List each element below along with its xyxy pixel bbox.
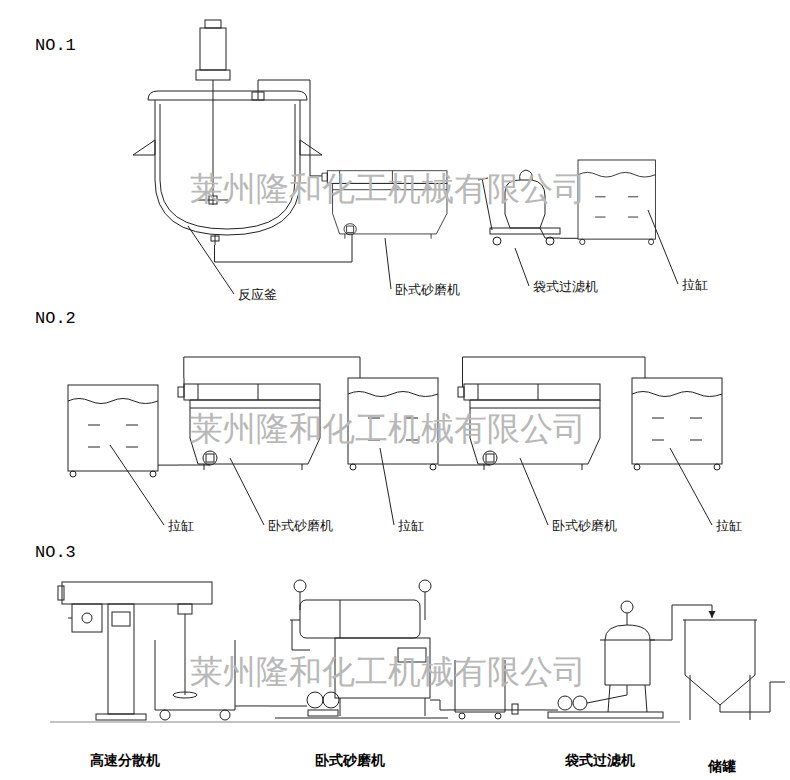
equipment-node: 储罐	[680, 618, 758, 722]
watermark: 莱州隆和化工机械有限公司	[190, 407, 586, 452]
pipe-connector	[258, 80, 322, 176]
equipment-label: 高速分散机	[90, 752, 160, 770]
pipe-line	[665, 605, 712, 640]
tank-drawing	[632, 378, 722, 470]
pipe-line	[240, 705, 270, 706]
equipment-label: 储罐	[708, 758, 736, 776]
floor-line	[50, 722, 680, 723]
equipment-node: 拉缸	[632, 378, 722, 472]
equipment-label: 拉缸	[716, 517, 742, 535]
pipe-connector	[158, 465, 178, 466]
section-number: NO.3	[35, 543, 76, 562]
pipe-connector	[184, 357, 360, 378]
equipment-label: 卧式砂磨机	[268, 517, 333, 535]
equipment-node: 高速分散机	[60, 580, 240, 722]
section-number: NO.2	[35, 309, 76, 328]
equipment-label: 拉缸	[398, 517, 424, 535]
equipment-label: 卧式砂磨机	[552, 517, 617, 535]
reactor-drawing	[133, 20, 322, 245]
equipment-node: 拉缸	[578, 160, 655, 245]
pipe-connector	[448, 709, 545, 710]
equipment-label: 拉缸	[682, 276, 708, 294]
equipment-node: 卧式砂磨机	[270, 580, 448, 722]
disperser-drawing	[58, 582, 240, 720]
pipe-line	[463, 357, 646, 378]
tank-drawing	[68, 385, 158, 477]
pipe-line	[184, 357, 360, 378]
equipment-label: 卧式砂磨机	[315, 752, 385, 770]
leader-line	[110, 210, 712, 525]
pipe-connector	[240, 705, 270, 706]
pipe-connector	[560, 238, 578, 239]
watermark: 莱州隆和化工机械有限公司	[190, 167, 586, 212]
pipe-line	[448, 709, 545, 710]
tank-drawing	[578, 160, 655, 245]
pipe-connector	[665, 605, 716, 640]
arrow-head	[709, 611, 716, 618]
pipe-connector	[463, 357, 646, 378]
equipment-label: 拉缸	[168, 517, 194, 535]
storage-tank-drawing	[683, 620, 785, 720]
equipment-label: 卧式砂磨机	[395, 281, 460, 299]
pipe-connector	[438, 465, 455, 466]
pipe-connector	[215, 240, 353, 262]
mill-drawing	[270, 580, 448, 718]
pipe-line	[215, 240, 353, 262]
section-number: NO.1	[35, 36, 76, 55]
equipment-label: 反应釜	[238, 286, 277, 304]
pipe-line	[258, 80, 322, 176]
watermark: 莱州隆和化工机械有限公司	[190, 650, 586, 695]
pipe-line	[438, 465, 455, 466]
equipment-label: 袋式过滤机	[533, 278, 598, 296]
equipment-node: 拉缸	[68, 385, 158, 475]
pipe-line	[560, 238, 578, 239]
equipment-label: 袋式过滤机	[565, 752, 635, 770]
pipe-line	[158, 465, 178, 466]
